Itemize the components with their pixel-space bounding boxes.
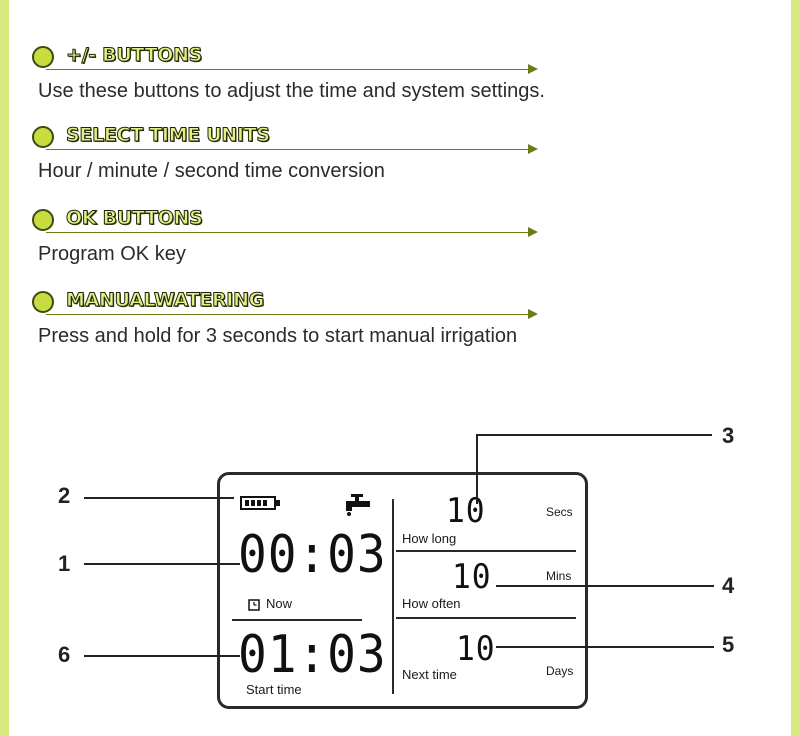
next-time-unit: Days — [546, 664, 574, 678]
leader-line-4 — [496, 585, 714, 587]
section-description: Program OK key — [38, 243, 186, 265]
start-time-label: Start time — [246, 682, 302, 697]
section-description: Use these buttons to adjust the time and… — [38, 80, 545, 102]
battery-icon — [240, 496, 280, 510]
section-plus-minus: +/- BUTTONS Use these buttons to adjust … — [0, 44, 800, 106]
now-label: Now — [266, 596, 293, 611]
left-border — [0, 0, 9, 736]
bullet-icon — [32, 291, 54, 313]
bullet-icon — [32, 46, 54, 68]
section-ok-buttons: OK BUTTONS Program OK key — [0, 207, 800, 269]
callout-3: 3 — [722, 423, 735, 448]
leader-line-2 — [84, 497, 234, 499]
how-often-unit: Mins — [546, 569, 572, 583]
next-time-label: Next time — [402, 667, 457, 682]
bullet-icon — [32, 126, 54, 148]
callout-1: 1 — [58, 551, 71, 576]
section-heading: SELECT TIME UNITS — [66, 124, 271, 147]
heading-arrow-line — [46, 314, 531, 315]
water-tap-icon — [346, 494, 370, 516]
section-description: Press and hold for 3 seconds to start ma… — [38, 325, 518, 347]
heading-arrow-line — [46, 69, 531, 70]
leader-line-3-horizontal — [476, 434, 712, 436]
arrow-right-icon — [528, 144, 538, 154]
arrow-right-icon — [528, 64, 538, 74]
section-heading: +/- BUTTONS — [65, 44, 203, 67]
left-horizontal-divider — [232, 619, 362, 621]
clock-icon — [248, 599, 260, 611]
heading-arrow-line — [46, 149, 531, 150]
how-long-value: 10 — [446, 491, 486, 531]
heading-arrow-line — [46, 232, 531, 233]
leader-line-1 — [84, 563, 240, 565]
next-time-value: 10 — [456, 629, 496, 669]
vertical-divider — [392, 499, 394, 694]
leader-line-3-vertical — [476, 434, 478, 504]
leader-line-6 — [84, 655, 240, 657]
callout-6: 6 — [58, 642, 71, 667]
lcd-display: 00:03 Now 01:03 Start time 10 Secs How l… — [217, 472, 588, 709]
leader-line-5 — [496, 646, 714, 648]
right-divider-top — [396, 550, 576, 552]
right-divider-bottom — [396, 617, 576, 619]
callout-2: 2 — [58, 483, 71, 508]
right-border — [791, 0, 800, 736]
section-manual-watering: MANUALWATERING Press and hold for 3 seco… — [0, 289, 800, 351]
how-long-label: How long — [402, 531, 457, 546]
section-select-time-units: SELECT TIME UNITS Hour / minute / second… — [0, 124, 800, 186]
start-time-display: 01:03 — [238, 625, 387, 685]
section-description: Hour / minute / second time conversion — [38, 160, 385, 182]
arrow-right-icon — [528, 227, 538, 237]
how-often-value: 10 — [452, 557, 492, 597]
section-heading: OK BUTTONS — [66, 207, 204, 230]
now-time-display: 00:03 — [238, 525, 387, 585]
how-long-unit: Secs — [546, 505, 573, 519]
arrow-right-icon — [528, 309, 538, 319]
how-often-label: How often — [402, 596, 461, 611]
bullet-icon — [32, 209, 54, 231]
section-heading: MANUALWATERING — [66, 289, 265, 312]
callout-4: 4 — [722, 573, 735, 598]
callout-5: 5 — [722, 632, 735, 657]
